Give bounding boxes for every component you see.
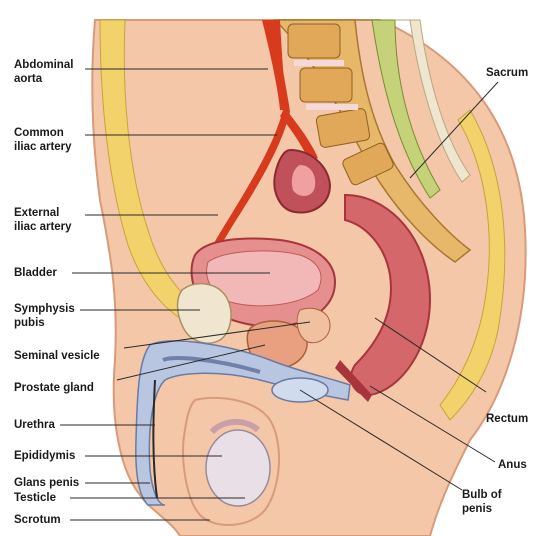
label-sacrum: Sacrum xyxy=(486,66,528,80)
label-bladder: Bladder xyxy=(14,266,57,280)
label-common-iliac-artery: Common iliac artery xyxy=(14,126,72,154)
label-epididymis: Epididymis xyxy=(14,449,75,463)
label-testicle: Testicle xyxy=(14,491,56,505)
label-prostate-gland: Prostate gland xyxy=(14,381,94,395)
label-bulb-of-penis: Bulb of penis xyxy=(462,488,502,516)
label-anus: Anus xyxy=(498,458,527,472)
label-urethra: Urethra xyxy=(14,418,55,432)
label-scrotum: Scrotum xyxy=(14,513,61,527)
label-seminal-vesicle: Seminal vesicle xyxy=(14,349,100,363)
label-symphysis-pubis: Symphysis pubis xyxy=(14,302,75,330)
label-rectum: Rectum xyxy=(486,412,528,426)
label-external-iliac-artery: External iliac artery xyxy=(14,206,72,234)
label-abdominal-aorta: Abdominal aorta xyxy=(14,58,73,86)
label-glans-penis: Glans penis xyxy=(14,476,79,490)
scrotum-organ xyxy=(183,398,279,525)
